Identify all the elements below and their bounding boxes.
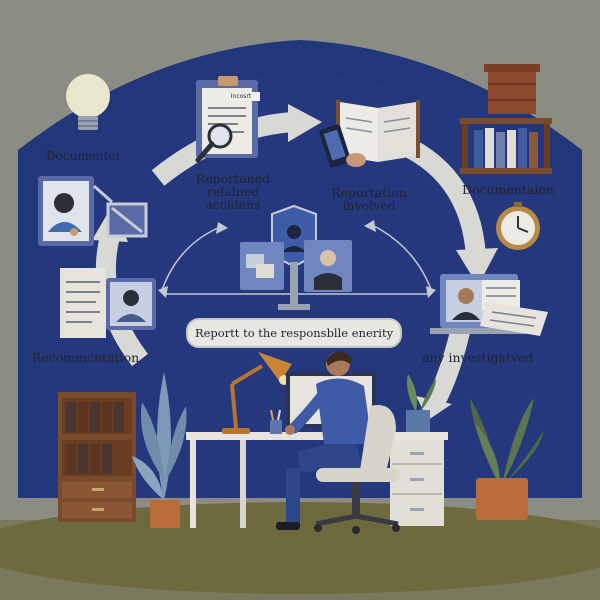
- bookshelf-icon: [460, 118, 552, 174]
- arrowhead-right: [456, 248, 498, 286]
- laptop-icon: [430, 274, 548, 336]
- plant-icon-desk: [406, 374, 436, 434]
- label-reported-related-accidents: Reportaned relalned accidens: [195, 171, 271, 213]
- office-chair-icon: [314, 405, 400, 534]
- filing-cabinet-icon: [58, 392, 136, 522]
- connector-line: [93, 184, 148, 238]
- pen-cup-icon: [270, 409, 282, 434]
- profile-card-icon: [106, 278, 156, 330]
- open-book-icon: [336, 100, 420, 162]
- center-banner: Reportt to the responsblle enerity: [186, 318, 402, 348]
- lightbulb-icon: [66, 74, 110, 130]
- magnifier-icon: [195, 123, 233, 163]
- label-documentation: Documentaion: [462, 182, 554, 197]
- label-reportation-involved: Reportation involved: [331, 185, 407, 214]
- plant-icon-right: [470, 398, 544, 520]
- label-recommendation: Recommcntation: [32, 350, 140, 365]
- chimney-icon: [484, 64, 540, 114]
- plant-icon-left: [132, 372, 187, 528]
- phone-icon: [319, 124, 366, 168]
- arrowhead-top: [288, 104, 322, 142]
- center-banner-text: Reportt to the responsblle enerity: [194, 326, 394, 340]
- label-investigated: any investigatved: [422, 350, 534, 365]
- monitor-icon: [240, 240, 352, 310]
- wall-clock-icon: [496, 202, 540, 250]
- floor-strip: [0, 520, 600, 600]
- desk-lamp-icon: [222, 352, 292, 434]
- clipboard-tag: Incosrt: [222, 92, 260, 101]
- document-icon: [60, 268, 106, 338]
- label-documenter: Documenter: [46, 149, 122, 163]
- desk-icon: [186, 432, 448, 528]
- person-icon: [276, 351, 372, 530]
- id-card-icon: [38, 176, 94, 246]
